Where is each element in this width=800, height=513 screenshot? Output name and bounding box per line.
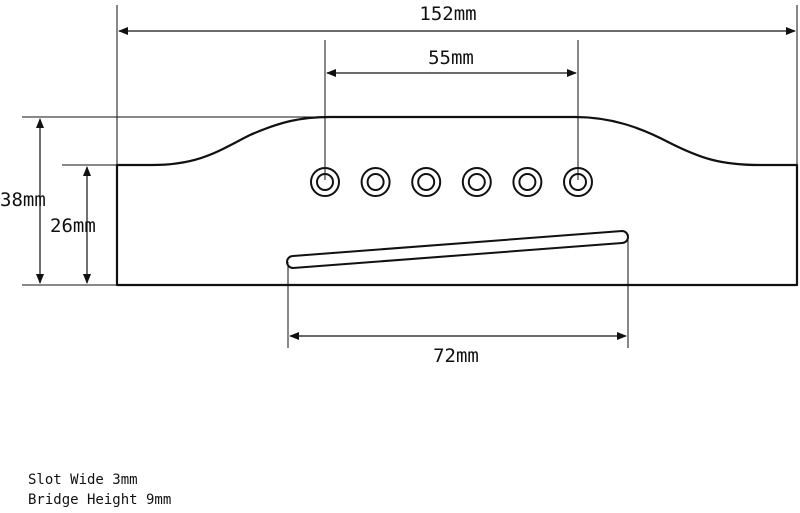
wing-height-dimension: 26mm	[50, 164, 117, 284]
pin-hole	[411, 167, 442, 197]
pin-hole	[512, 167, 543, 197]
slot-width-note: Slot Wide 3mm	[28, 472, 138, 488]
wing-height-label: 26mm	[50, 215, 96, 237]
pin-hole	[360, 167, 391, 197]
slot-length-label: 72mm	[433, 345, 479, 367]
slot-length-dimension: 72mm	[287, 237, 629, 367]
overall-length-dimension: 152mm	[116, 3, 798, 285]
total-height-dimension: 38mm	[0, 116, 330, 286]
bridge-outline	[115, 115, 799, 287]
pin-span-dimension: 55mm	[324, 40, 579, 180]
pin-holes	[310, 167, 593, 197]
bridge-height-note: Bridge Height 9mm	[28, 492, 172, 508]
pin-span-label: 55mm	[428, 47, 474, 69]
spec-notes: Slot Wide 3mm Bridge Height 9mm	[28, 470, 171, 510]
total-height-label: 38mm	[0, 189, 46, 211]
pin-hole	[461, 167, 492, 197]
overall-length-label: 152mm	[419, 3, 476, 25]
saddle-slot	[286, 229, 629, 270]
